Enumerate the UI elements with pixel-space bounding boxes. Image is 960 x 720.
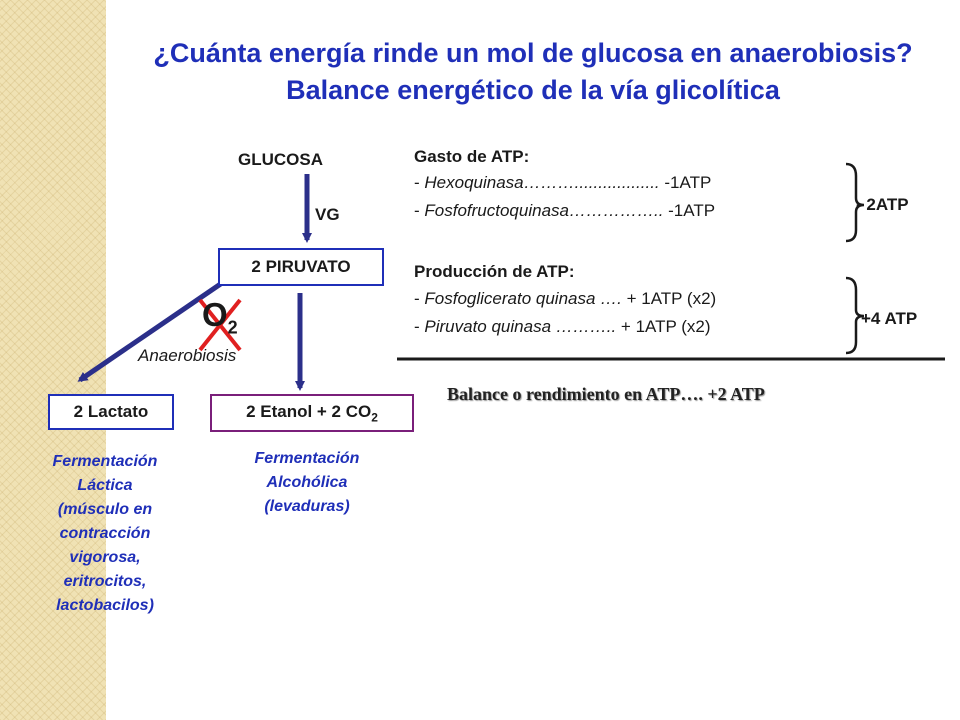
ethanol-label: 2 Etanol + 2 CO2 — [246, 401, 378, 425]
arrow-pyruvate-to-lactate — [77, 280, 224, 383]
pyruvate-label: 2 PIRUVATO — [251, 257, 351, 276]
atp-balance-result: Balance o rendimiento en ATP…. +2 ATP — [447, 384, 765, 404]
atp-produce-item-pk: - Piruvato quinasa ……….. + 1ATP (x2) — [414, 317, 711, 336]
decorative-side-band — [0, 0, 106, 720]
atp-produce-item-pgk: - Fosfoglicerato quinasa …. + 1ATP (x2) — [414, 289, 717, 308]
lactate-label: 2 Lactato — [73, 402, 149, 421]
atp-spend-title: Gasto de ATP: — [414, 147, 530, 166]
pyruvate-box: 2 PIRUVATO — [218, 248, 384, 286]
oxygen-label: O2 — [202, 296, 238, 338]
lactate-box: 2 Lactato — [48, 394, 174, 430]
ethanol-box: 2 Etanol + 2 CO2 — [210, 394, 414, 432]
title-line-1: ¿Cuánta energía rinde un mol de glucosa … — [153, 38, 913, 68]
brace-spend — [845, 162, 865, 243]
title-line-2: Balance energético de la vía glicolítica — [286, 75, 780, 105]
vg-label: VG — [315, 205, 340, 224]
cross-line-2 — [198, 298, 242, 352]
brace-produce — [845, 276, 865, 355]
alcoholic-fermentation-caption: Fermentación Alcohólica (levaduras) — [254, 450, 360, 515]
anaerobiosis-label: Anaerobiosis — [138, 346, 237, 365]
atp-spend-total: - 2ATP — [856, 195, 909, 214]
atp-produce-title: Producción de ATP: — [414, 262, 575, 281]
glucose-label: GLUCOSA — [238, 150, 323, 169]
atp-produce-total: +4 ATP — [861, 309, 918, 328]
atp-spend-item-hexokinase: - Hexoquinasa……….................. -1ATP — [414, 173, 712, 192]
lactic-fermentation-caption: Fermentación Láctica (músculo en contrac… — [52, 453, 158, 614]
atp-spend-item-pfk: - Fosfofructoquinasa…………….. -1ATP — [414, 201, 716, 220]
